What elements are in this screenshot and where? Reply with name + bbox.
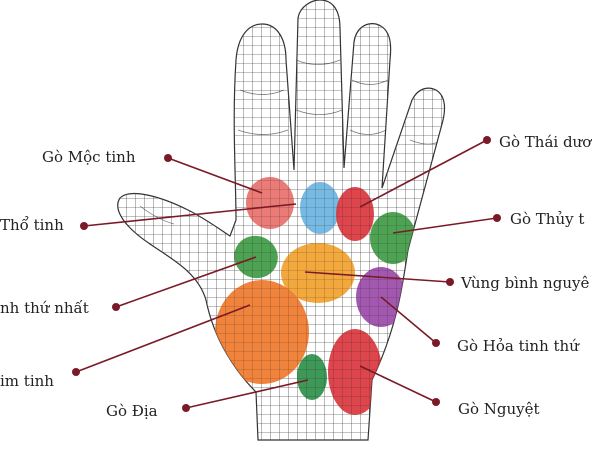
leader-lines xyxy=(75,139,498,409)
label-plain: Vùng bình nguyê xyxy=(461,274,590,292)
leader-dots xyxy=(72,136,501,412)
label-mercury: Gò Thủy t xyxy=(510,210,585,228)
label-venus: im tinh xyxy=(0,372,54,390)
label-saturn: Thổ tinh xyxy=(0,216,64,234)
label-moon: Gò Nguyệt xyxy=(458,400,540,418)
label-jupiter: Gò Mộc tinh xyxy=(42,148,136,166)
label-sun: Gò Thái dươ xyxy=(499,133,592,151)
label-mars-second: Gò Hỏa tinh thứ xyxy=(457,337,579,355)
label-mars-first: nh thứ nhất xyxy=(0,299,89,317)
label-earth: Gò Địa xyxy=(106,402,158,420)
